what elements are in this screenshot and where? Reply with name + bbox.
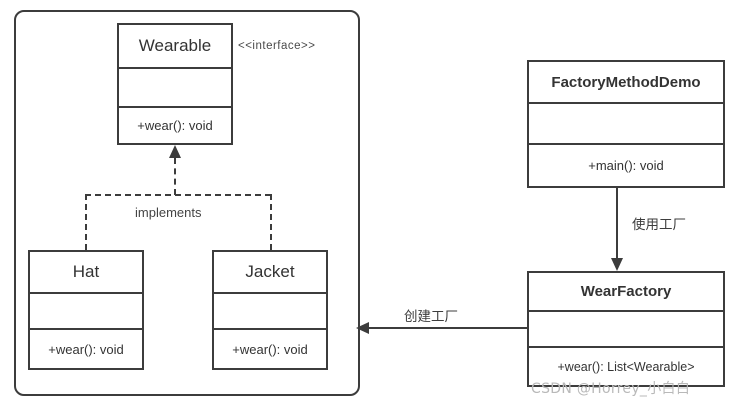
relation-label-use-factory: 使用工厂 xyxy=(632,217,686,233)
relation-label-create-factory: 创建工厂 xyxy=(404,309,458,325)
watermark-text: CSDN @Horrey_小白白 xyxy=(531,381,691,397)
use-factory-connector-line xyxy=(616,188,618,260)
class-operations-wear-factory: +wear(): List<Wearable> xyxy=(557,359,695,374)
class-attributes-factory-method-demo xyxy=(529,104,723,145)
create-factory-connector-line xyxy=(368,327,528,329)
class-name-factory-method-demo: FactoryMethodDemo xyxy=(529,62,723,104)
class-operations-factory-method-demo: +main(): void xyxy=(588,158,664,173)
class-attributes-jacket xyxy=(214,294,326,330)
relation-label-implements: implements xyxy=(135,205,202,220)
stereotype-interface-label: <<interface>> xyxy=(238,40,316,52)
class-name-wearable: Wearable xyxy=(119,25,231,69)
class-name-jacket: Jacket xyxy=(214,252,326,294)
class-attributes-hat xyxy=(30,294,142,330)
realization-branch-line-jacket xyxy=(270,194,272,250)
realization-stem-line xyxy=(174,158,176,195)
class-name-hat: Hat xyxy=(30,252,142,294)
class-box-factory-method-demo[interactable]: FactoryMethodDemo +main(): void xyxy=(527,60,725,188)
realization-arrowhead-icon xyxy=(169,145,181,158)
class-name-wear-factory: WearFactory xyxy=(529,273,723,312)
use-factory-arrowhead-icon xyxy=(611,258,623,271)
realization-horizontal-line xyxy=(85,194,271,196)
class-attributes-wear-factory xyxy=(529,312,723,348)
realization-branch-line-hat xyxy=(85,194,87,250)
class-box-jacket[interactable]: Jacket +wear(): void xyxy=(212,250,328,370)
class-attributes-wearable xyxy=(119,69,231,108)
class-box-hat[interactable]: Hat +wear(): void xyxy=(28,250,144,370)
class-operations-wearable: +wear(): void xyxy=(137,118,213,133)
class-box-wearable[interactable]: Wearable +wear(): void xyxy=(117,23,233,145)
create-factory-arrowhead-icon xyxy=(356,322,369,334)
class-box-wear-factory[interactable]: WearFactory +wear(): List<Wearable> xyxy=(527,271,725,387)
class-operations-jacket: +wear(): void xyxy=(232,341,308,357)
class-operations-hat: +wear(): void xyxy=(48,341,124,357)
